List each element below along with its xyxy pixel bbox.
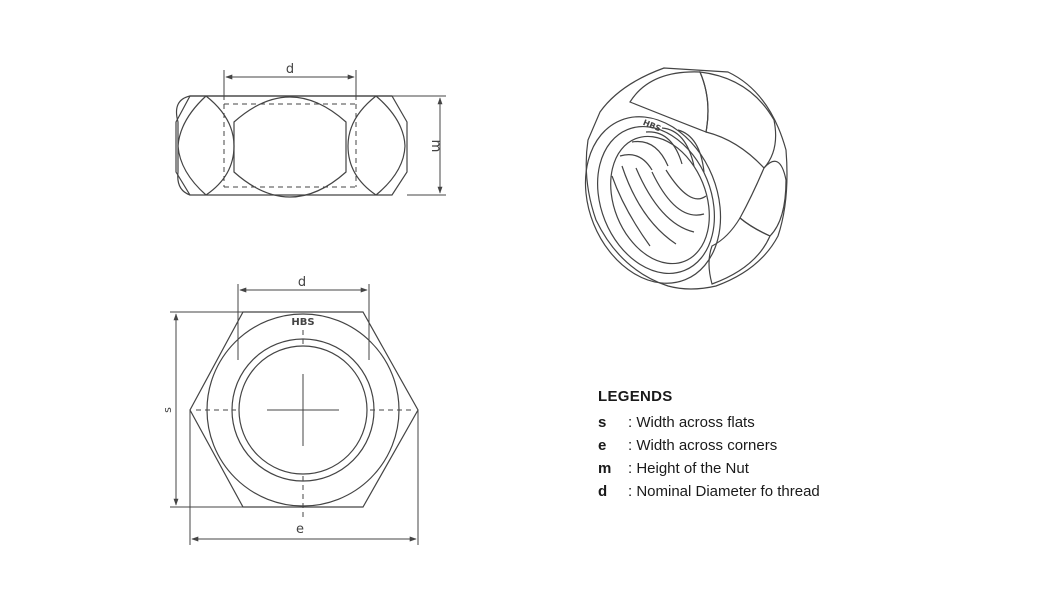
iso-thread-line	[635, 167, 695, 233]
top-d-label: d	[298, 275, 306, 290]
iso-thread-line	[631, 140, 669, 167]
top-view: HBS d s e	[161, 275, 419, 545]
iso-thread-line	[611, 175, 651, 247]
iso-view-front-collar	[596, 125, 716, 275]
iso-thread-line	[645, 131, 683, 165]
side-view-center-face	[233, 96, 347, 198]
legend-key: e	[598, 437, 607, 454]
top-s-label: s	[161, 407, 174, 413]
legend-key: m	[598, 460, 612, 477]
legend-desc: : Height of the Nut	[628, 460, 749, 477]
side-d-label: d	[286, 62, 294, 77]
top-view-hbs-marking: HBS	[291, 317, 314, 328]
legend-item: e : Width across corners	[598, 434, 820, 457]
side-view: d m	[175, 62, 446, 198]
iso-thread-line	[621, 165, 677, 245]
iso-view-bore-edge	[610, 135, 710, 265]
legends-panel: LEGENDS s : Width across flats e : Width…	[598, 388, 820, 503]
iso-thread-line	[651, 171, 705, 216]
top-view-thread-circle	[238, 345, 368, 475]
legend-key: s	[598, 414, 607, 431]
iso-view-facet-right-lower	[739, 160, 787, 237]
iso-view-facet-top	[629, 71, 709, 133]
iso-view-front-outer-ring	[584, 116, 722, 284]
iso-thread-line	[677, 129, 705, 173]
iso-view-threads	[611, 127, 707, 247]
legends-title: LEGENDS	[598, 388, 673, 405]
top-e-label: e	[296, 522, 304, 537]
iso-view-facet-bottom	[708, 217, 771, 285]
iso-thread-line	[661, 127, 695, 167]
iso-view-body-outline	[585, 67, 788, 290]
side-view-left-arc	[205, 95, 235, 196]
side-m-label: m	[428, 140, 443, 153]
iso-thread-line	[665, 169, 707, 200]
side-view-outline	[175, 95, 408, 196]
legend-item: m : Height of the Nut	[598, 457, 820, 480]
legend-item: d : Nominal Diameter fo thread	[598, 480, 820, 503]
iso-thread-line	[619, 154, 653, 171]
iso-view: HBS	[584, 67, 788, 290]
side-view-right-arc-inner	[375, 95, 406, 196]
legend-item: s : Width across flats	[598, 411, 820, 434]
legend-desc: : Width across flats	[628, 414, 755, 431]
legend-key: d	[598, 483, 608, 500]
side-view-left-arc-inner	[177, 95, 207, 196]
legend-desc: : Nominal Diameter fo thread	[628, 483, 820, 500]
iso-view-facet-right-upper	[699, 71, 777, 169]
legend-desc: : Width across corners	[628, 437, 778, 454]
side-view-right-arc	[347, 95, 377, 196]
